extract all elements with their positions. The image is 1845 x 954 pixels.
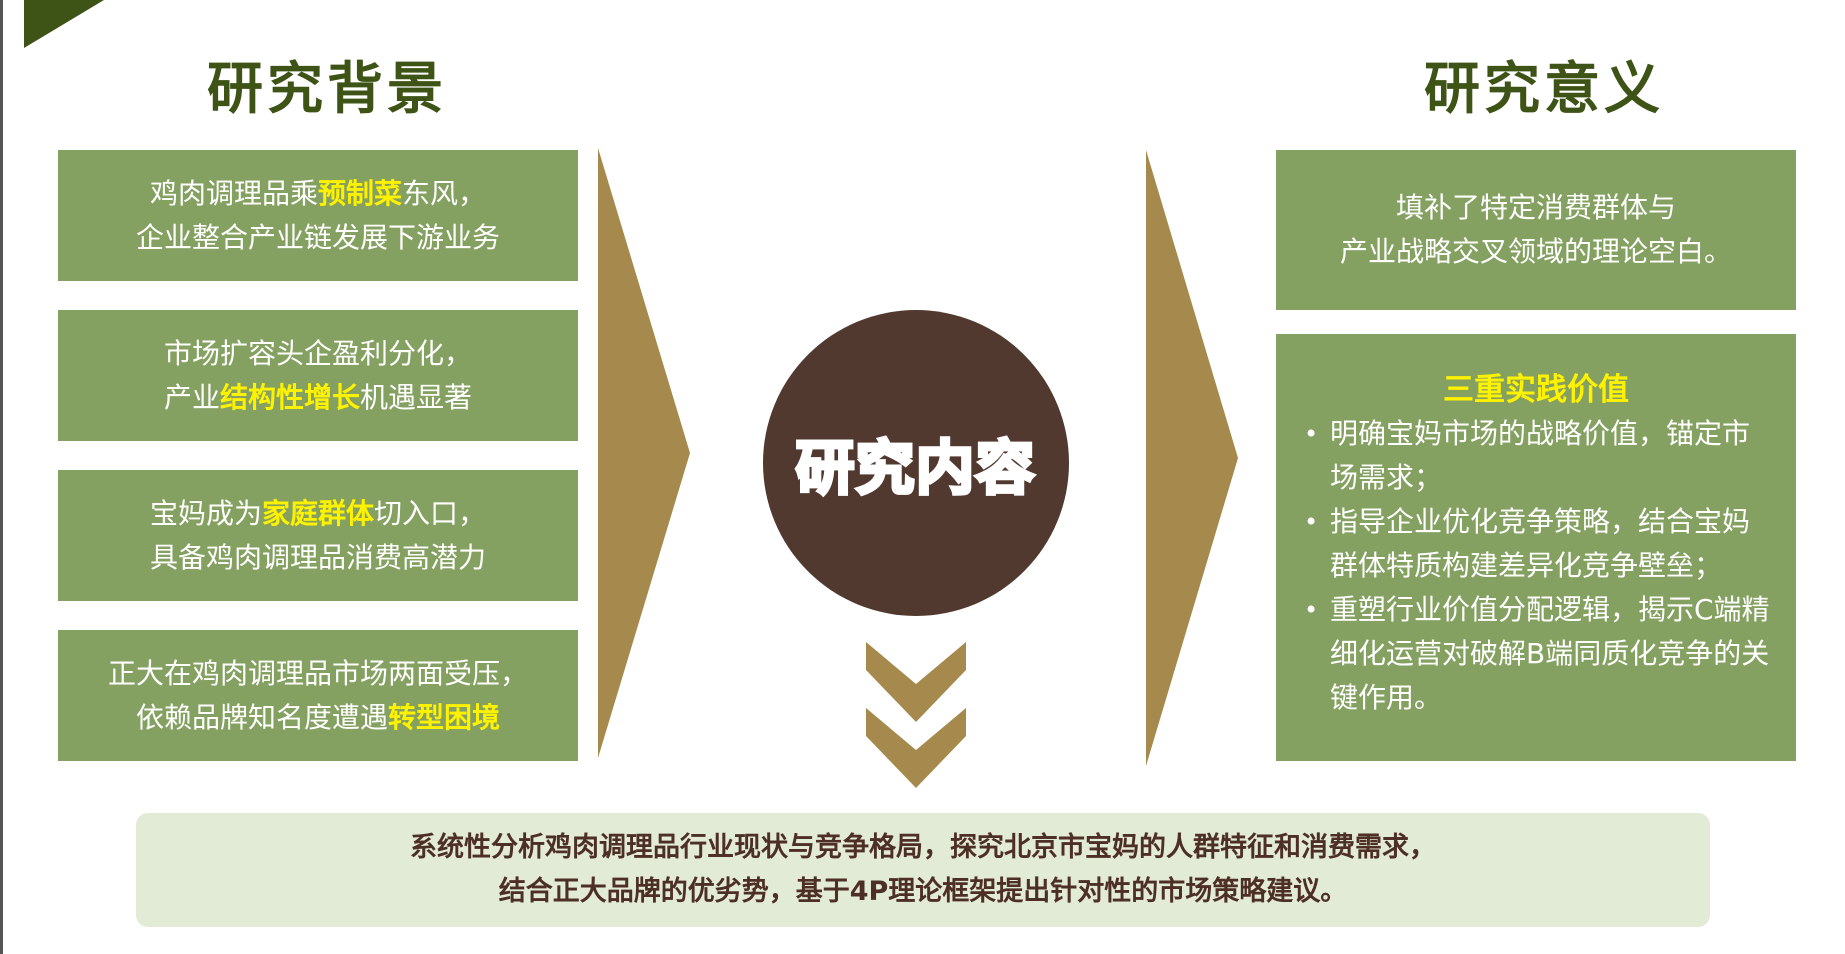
line-text: 市场扩容头企盈利分化， [163,336,472,370]
line-text: 东风， [402,176,487,210]
significance-line: 填补了特定消费群体与 [1395,191,1676,224]
left-edge-rule [0,0,3,954]
background-item-line: 产业结构性增长机遇显著 [164,376,472,420]
theory-significance-box: 填补了特定消费群体与 产业战略交叉领域的理论空白。 [1276,150,1796,310]
background-item-line: 正大在鸡肉调理品市场两面受压， [108,652,528,696]
right-arrow-shape [1146,150,1238,766]
background-item-line: 宝妈成为家庭群体切入口， [150,492,486,536]
practice-value-box: 三重实践价值 明确宝妈市场的战略价值，锚定市场需求； 指导企业优化竞争策略，结合… [1276,334,1796,761]
background-item-3: 宝妈成为家庭群体切入口， 具备鸡肉调理品消费高潜力 [58,470,578,601]
line-text: 正大在鸡肉调理品市场两面受压， [107,656,528,690]
background-item-2: 市场扩容头企盈利分化， 产业结构性增长机遇显著 [58,310,578,441]
practice-title: 三重实践价值 [1443,372,1629,408]
line-text: 宝妈成为 [149,496,262,530]
line-text: 切入口， [374,496,487,530]
background-item-line: 具备鸡肉调理品消费高潜力 [150,536,486,580]
corner-triangle-decoration [24,0,104,48]
left-arrow-shape [598,148,690,758]
summary-box: 系统性分析鸡肉调理品行业现状与竞争格局，探究北京市宝妈的人群特征和消费需求， 结… [136,813,1710,927]
background-item-line: 依赖品牌知名度遭遇转型困境 [136,696,500,740]
practice-item: 重塑行业价值分配逻辑，揭示C端精细化运营对破解B端同质化竞争的关键作用。 [1300,588,1772,720]
background-item-line: 鸡肉调理品乘预制菜东风， [150,172,486,216]
summary-line: 系统性分析鸡肉调理品行业现状与竞争格局，探究北京市宝妈的人群特征和消费需求， [410,832,1436,863]
chevron-down-icon [866,642,966,788]
research-content-label: 研究内容 [794,432,1036,504]
line-text: 机遇显著 [360,380,473,414]
significance-line: 产业战略交叉领域的理论空白。 [1339,235,1732,268]
background-item-line: 市场扩容头企盈利分化， [164,332,472,376]
background-heading: 研究背景 [207,57,447,122]
significance-heading: 研究意义 [1424,57,1664,122]
highlight-text: 家庭群体 [261,496,374,530]
line-text: 企业整合产业链发展下游业务 [135,220,500,254]
background-item-line: 企业整合产业链发展下游业务 [136,216,500,260]
line-text: 鸡肉调理品乘 [149,176,318,210]
background-item-4: 正大在鸡肉调理品市场两面受压， 依赖品牌知名度遭遇转型困境 [58,630,578,761]
highlight-text: 结构性增长 [219,380,360,414]
practice-item: 明确宝妈市场的战略价值，锚定市场需求； [1300,412,1772,500]
practice-list: 明确宝妈市场的战略价值，锚定市场需求； 指导企业优化竞争策略，结合宝妈群体特质构… [1300,412,1772,720]
highlight-text: 预制菜 [317,176,402,210]
line-text: 产业 [163,380,220,414]
line-text: 具备鸡肉调理品消费高潜力 [149,540,486,574]
background-item-1: 鸡肉调理品乘预制菜东风， 企业整合产业链发展下游业务 [58,150,578,281]
highlight-text: 转型困境 [388,700,501,734]
research-content-circle: 研究内容 [763,310,1069,616]
summary-line: 结合正大品牌的优劣势，基于4P理论框架提出针对性的市场策略建议。 [498,876,1348,907]
line-text: 依赖品牌知名度遭遇 [135,700,388,734]
practice-item: 指导企业优化竞争策略，结合宝妈群体特质构建差异化竞争壁垒； [1300,500,1772,588]
